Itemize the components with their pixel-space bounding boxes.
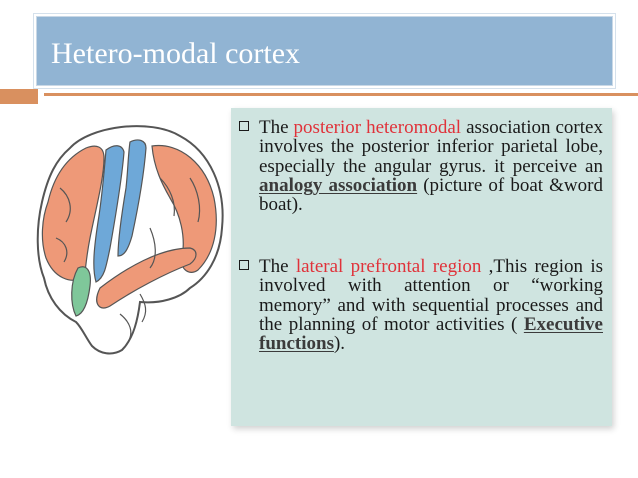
text-run: ).: [333, 333, 346, 355]
emphasis-text: Executive functions: [259, 313, 603, 355]
bullet-item: The lateral prefrontal region ,This regi…: [239, 257, 603, 353]
brain-illustration: [36, 125, 224, 355]
content-textbox: The posterior heteromodal association co…: [231, 108, 612, 426]
accent-block: [0, 89, 38, 104]
slide-title-bar: Hetero-modal cortex: [36, 16, 613, 86]
parietal-region: [151, 144, 217, 273]
slide-title: Hetero-modal cortex: [51, 37, 301, 70]
bullet-text: The posterior heteromodal association co…: [259, 117, 603, 216]
bullet-text: The lateral prefrontal region ,This regi…: [259, 256, 603, 355]
text-run: (picture of boat &word boat).: [259, 174, 603, 216]
square-bullet-icon: [239, 121, 249, 131]
frontal-region: [41, 145, 105, 281]
motor-strip: [93, 145, 125, 283]
highlight-text: posterior heteromodal: [293, 117, 462, 138]
temporal-band: [96, 247, 197, 309]
text-run: ,This region is involved with attention …: [259, 256, 603, 335]
emphasis-text: analogy association: [259, 174, 418, 196]
green-region: [71, 266, 91, 317]
text-run: The: [259, 117, 294, 138]
highlight-text: lateral prefrontal region: [295, 256, 482, 277]
bullet-item: The posterior heteromodal association co…: [239, 118, 603, 214]
text-run: The: [259, 256, 296, 277]
sensory-strip: [117, 139, 147, 257]
accent-divider: [44, 93, 638, 96]
square-bullet-icon: [239, 260, 249, 270]
text-run: association cortex involves the posterio…: [259, 117, 603, 177]
